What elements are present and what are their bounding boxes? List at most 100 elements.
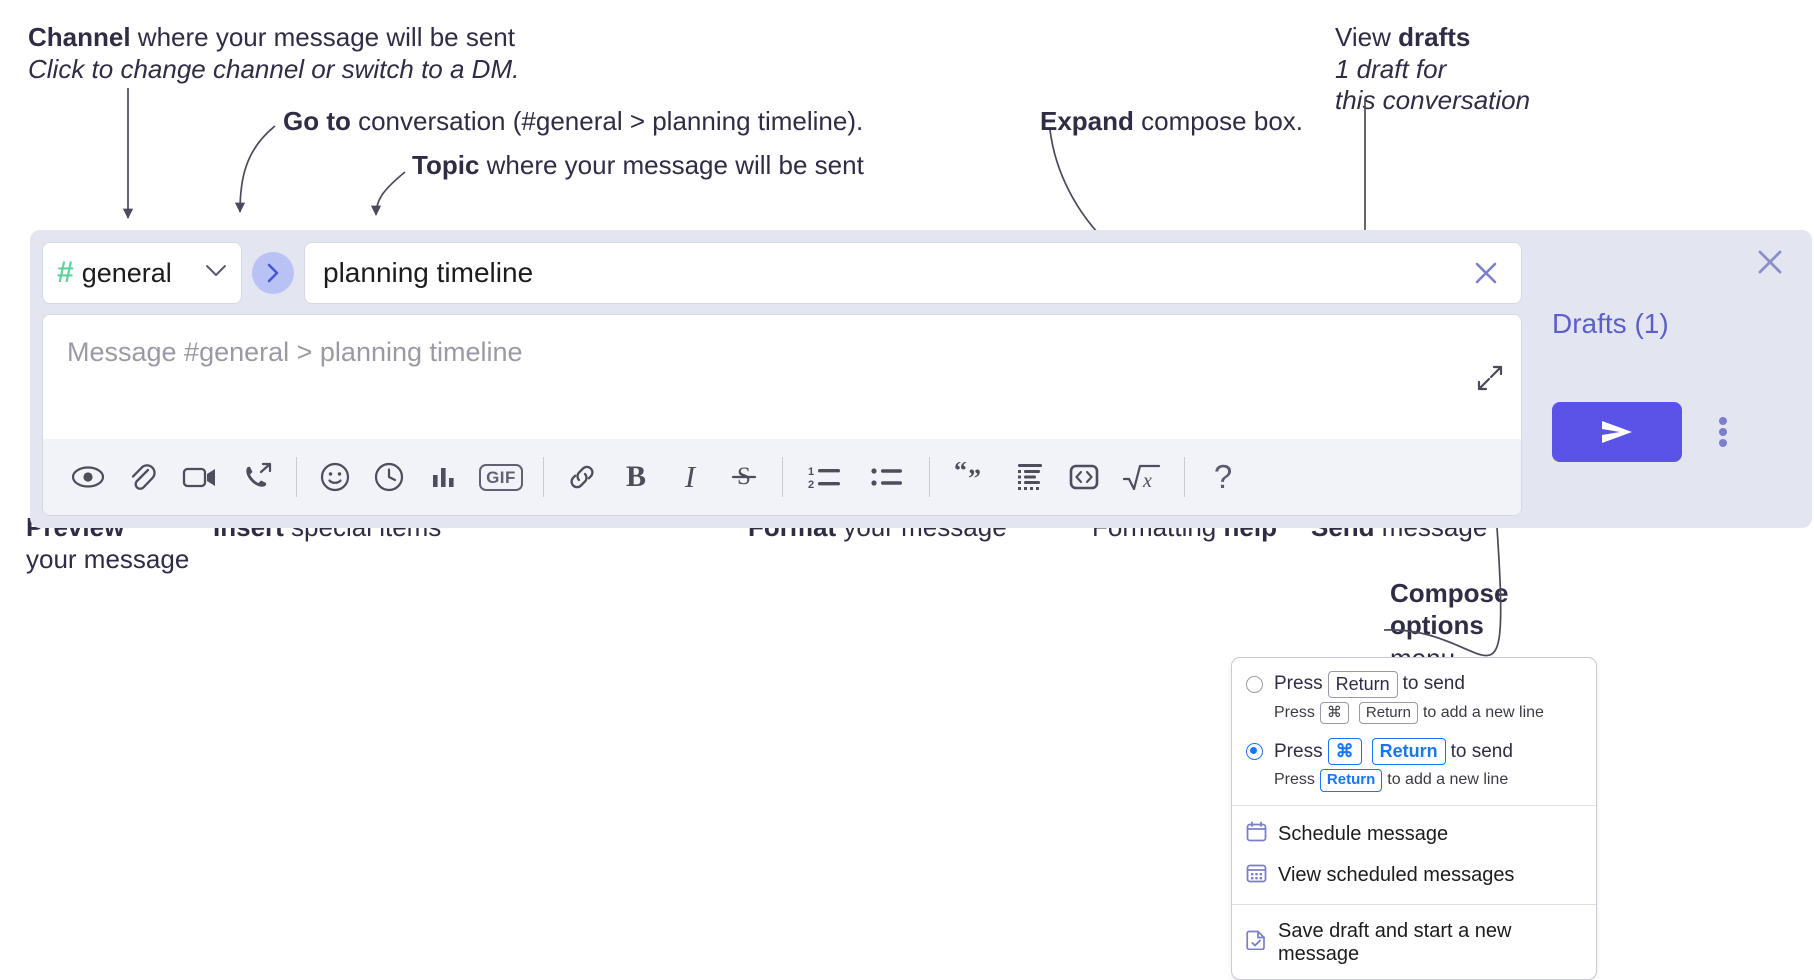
clock-icon[interactable] [362,450,416,504]
dot [1719,439,1727,447]
annotation-expand-bold: Expand [1040,106,1134,136]
annotation-drafts-pre: View [1335,22,1399,52]
phone-forward-icon[interactable] [231,450,285,504]
annotation-drafts: View drafts [1335,22,1470,54]
opt-text-press: Press [1274,740,1323,762]
go-to-conversation-button[interactable] [252,252,294,294]
attach-file-icon[interactable] [115,450,169,504]
toolbar-divider [543,457,544,497]
gif-label: GIF [479,463,523,491]
close-icon[interactable] [1469,256,1503,290]
annotation-compose-options-2: options [1390,610,1484,640]
emoji-icon[interactable] [308,450,362,504]
italic-icon[interactable]: I [684,459,696,494]
opt-text-tosend: to send [1402,673,1465,695]
calendar-grid-icon [1246,862,1267,889]
kbd-return: Return [1319,768,1383,792]
channel-name: general [81,257,172,288]
annotation-goto-bold: Go to [283,106,351,136]
kbd-return: Return [1371,738,1446,765]
send-option-cmd-return[interactable]: Press ⌘ Return to send [1232,735,1596,768]
preview-message-icon[interactable] [61,450,115,504]
menu-divider [1232,804,1596,806]
annotation-channel-rest: where your message will be sent [130,22,515,52]
message-input[interactable]: Message #general > planning timeline [67,337,523,367]
drafts-rail: Drafts (1) [1534,230,1812,528]
hash-icon: # [57,256,74,289]
annotation-topic-bold: Topic [412,150,480,180]
menu-item-view-scheduled-messages[interactable]: View scheduled messages [1232,855,1596,896]
video-clip-icon[interactable] [169,450,231,504]
math-icon[interactable]: x [1111,450,1173,504]
drafts-link[interactable]: Drafts (1) [1552,308,1669,339]
sub-newline: to add a new line [1422,703,1544,721]
menu-item-schedule-message[interactable]: Schedule message [1232,814,1596,855]
annotation-topic-rest: where your message will be sent [479,150,864,180]
toolbar-divider [929,457,930,497]
compose-options-menu[interactable]: Press Return to send Press ⌘ Return to a… [1231,657,1597,980]
svg-text:“: “ [954,462,967,485]
menu-item-save-draft[interactable]: Save draft and start a new message [1232,913,1596,973]
menu-item-label: View scheduled messages [1278,863,1515,886]
opt-text-tosend: to send [1450,740,1513,762]
code-block-icon[interactable] [1003,450,1057,504]
question-mark-glyph: ? [1213,458,1233,495]
bulleted-list-icon[interactable] [856,450,918,504]
compose-panel: # general planning timeline Message #gen… [30,230,1812,528]
send-option-return[interactable]: Press Return to send [1232,668,1596,701]
menu-item-label: Save draft and start a new message [1278,919,1512,965]
annotation-drafts-bold: drafts [1398,22,1471,52]
annotation-drafts-sub1: 1 draft for [1335,54,1447,84]
annotation-expand: Expand compose box. [1040,106,1303,138]
poll-bar-chart-icon[interactable] [416,450,470,504]
close-icon[interactable] [1752,244,1788,280]
svg-text:”: ” [968,464,981,492]
sub-press: Press [1274,771,1315,789]
dot [1719,428,1727,436]
annotation-compose-options-1: Compose [1390,578,1509,608]
annotation-drafts-sub2: this conversation [1335,85,1531,115]
annotation-expand-rest: compose box. [1133,106,1304,136]
sub-press: Press [1274,703,1315,721]
compose-options-button[interactable] [1706,410,1740,454]
calendar-icon [1246,821,1267,848]
topic-value: planning timeline [323,257,534,288]
annotation-channel: Channel where your message will be sent [28,22,515,54]
expand-icon[interactable] [1473,361,1507,395]
link-icon[interactable] [555,450,609,504]
kbd-cmd: ⌘ [1327,738,1362,765]
radio-selected[interactable] [1246,743,1263,760]
toolbar-divider [296,457,297,497]
sub-newline: to add a new line [1387,771,1509,789]
radio-unselected[interactable] [1246,675,1263,693]
strikethrough-icon[interactable]: S [717,450,771,504]
send-option-cmd-return-sub: Press Return to add a new line [1232,768,1596,797]
topic-input[interactable]: planning timeline [304,242,1522,304]
annotation-topic: Topic where your message will be sent [412,150,864,182]
annotation-goto: Go to conversation (#general > planning … [283,106,863,138]
message-box: Message #general > planning timeline [42,314,1522,516]
gif-icon[interactable]: GIF [470,450,532,504]
annotation-channel-sub: Click to change channel or switch to a D… [28,54,520,84]
svg-text:x: x [1142,470,1152,492]
annotation-preview-sub: your message [26,544,190,574]
send-button[interactable] [1552,402,1682,462]
annotation-goto-rest: conversation (#general > planning timeli… [350,106,864,136]
inline-code-icon[interactable] [1057,450,1111,504]
svg-text:2: 2 [808,479,814,491]
send-option-return-sub: Press ⌘ Return to add a new line [1232,701,1596,730]
chevron-down-icon [205,264,227,283]
blockquote-icon[interactable]: “” [941,450,1003,504]
kbd-cmd: ⌘ [1319,701,1349,725]
kbd-return: Return [1327,671,1398,698]
channel-selector[interactable]: # general [42,242,242,304]
dot [1719,417,1727,425]
bold-icon[interactable]: B [625,460,646,493]
save-draft-icon [1246,929,1267,956]
svg-text:1: 1 [808,466,814,478]
formatting-help-icon[interactable]: ? [1196,450,1250,504]
menu-item-label: Schedule message [1278,822,1449,845]
annotation-channel-bold: Channel [28,22,131,52]
